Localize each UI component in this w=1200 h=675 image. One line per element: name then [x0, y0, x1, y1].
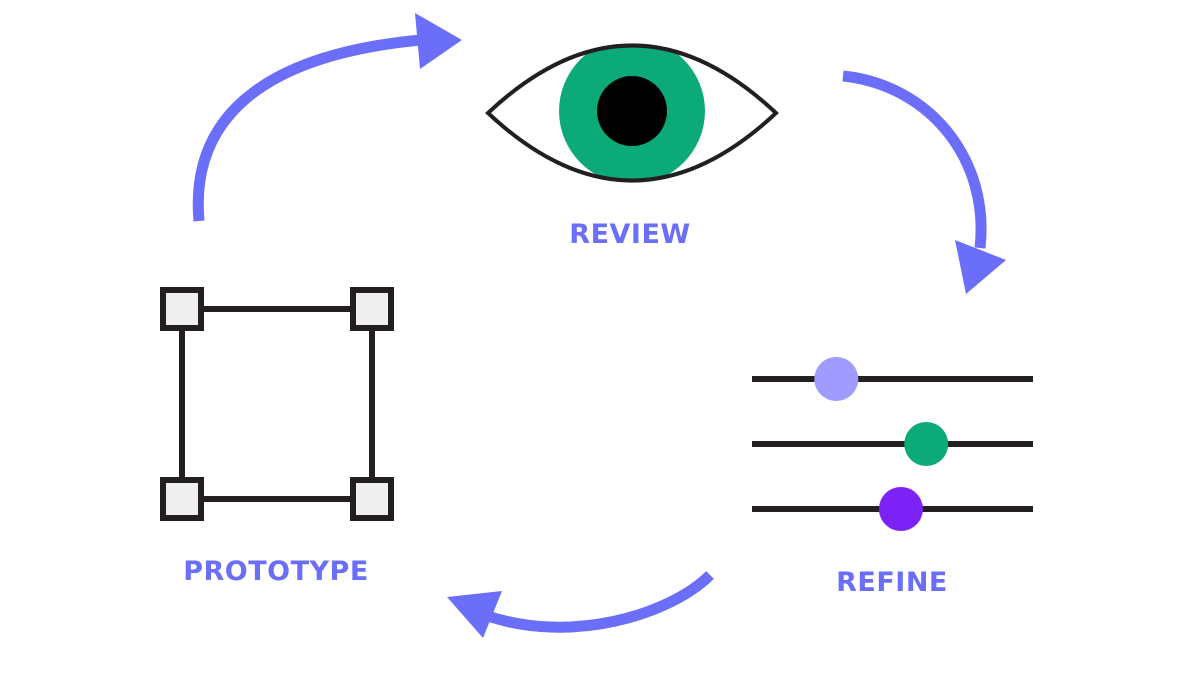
refine-label: REFINE	[836, 567, 948, 598]
slider-knob-bottom	[878, 487, 923, 531]
frame-corner-handle	[350, 477, 394, 521]
frame-corner-handle	[160, 477, 204, 521]
prototype-label: PROTOTYPE	[183, 556, 369, 587]
arrow-refine-to-prototype	[447, 571, 714, 638]
frame-corners-icon	[160, 287, 394, 521]
arrow-head	[415, 13, 462, 69]
slider-knob-top	[814, 357, 859, 401]
sliders-icon	[752, 357, 1033, 531]
arrow-shaft	[192, 34, 422, 222]
arrow-review-to-refine	[842, 70, 1006, 294]
frame-outline	[179, 306, 375, 502]
eye-outline	[485, 43, 779, 183]
arrow-shaft	[483, 571, 714, 633]
review-label: REVIEW	[569, 219, 691, 250]
eye-icon	[485, 43, 779, 183]
frame-corner-handle	[350, 287, 394, 331]
arrow-prototype-to-review	[192, 13, 462, 222]
frame-corner-handle	[160, 287, 204, 331]
arrow-head	[447, 591, 502, 638]
arrow-head	[955, 240, 1006, 294]
eye-pupil	[597, 76, 667, 146]
slider-knob-middle	[904, 422, 949, 466]
arrow-shaft	[842, 70, 987, 249]
